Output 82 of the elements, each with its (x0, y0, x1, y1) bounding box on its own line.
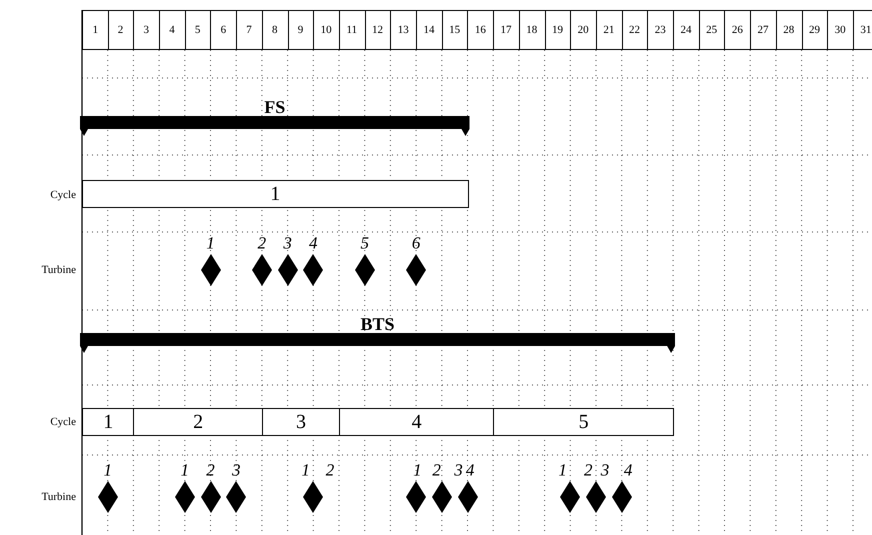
milestone-diamond (200, 254, 220, 286)
milestone-number: 2 (258, 234, 266, 252)
phase-bar (80, 98, 470, 138)
milestone-number: 1 (413, 462, 422, 478)
day-number: 30 (827, 10, 854, 50)
milestone-number: 2 (326, 462, 334, 478)
day-number: 24 (673, 10, 700, 50)
day-number: 16 (468, 10, 494, 50)
milestone-diamond (560, 481, 580, 513)
milestone-diamond (612, 481, 632, 513)
milestone-number: 2 (206, 462, 215, 478)
day-number: 18 (518, 10, 546, 50)
milestone-number: 3 (454, 462, 463, 478)
day-number: 15 (442, 10, 468, 50)
milestone-diamond (98, 481, 118, 513)
milestone-number: 1 (103, 462, 112, 478)
milestone-diamond (303, 254, 324, 286)
milestone-diamond (406, 481, 426, 513)
milestone-number: 2 (584, 462, 593, 478)
milestone-number: 3 (283, 234, 292, 252)
day-number: 1 (82, 10, 109, 50)
milestone-number: 4 (466, 462, 474, 478)
milestone-diamond (586, 481, 606, 513)
day-number: 27 (750, 10, 777, 50)
milestone-diamond (458, 481, 478, 513)
day-number: 20 (570, 10, 597, 50)
day-number: 6 (210, 10, 238, 50)
day-number: 28 (776, 10, 803, 50)
milestone-diamond (200, 481, 220, 513)
milestone-diamond (432, 481, 452, 513)
day-number: 29 (802, 10, 828, 50)
day-number: 4 (159, 10, 186, 50)
phase-bar (80, 315, 676, 355)
milestone-number: 4 (624, 462, 632, 478)
day-number: 5 (184, 10, 212, 50)
day-number: 9 (288, 10, 314, 50)
milestone-number: 1 (180, 462, 190, 478)
day-number: 2 (108, 10, 134, 50)
milestone-number: 1 (301, 462, 310, 478)
day-number: 7 (236, 10, 263, 50)
day-number: 10 (313, 10, 340, 50)
milestone-number: 4 (309, 234, 318, 252)
day-number: 11 (339, 10, 366, 50)
cycle-box: 4 (339, 408, 494, 436)
day-number: 12 (364, 10, 392, 50)
milestone-number: 5 (360, 234, 369, 252)
milestone-diamond (406, 254, 426, 286)
row-label: Turbine (40, 491, 76, 503)
milestone-diamond (303, 481, 324, 513)
milestone-number: 6 (412, 234, 420, 252)
day-number: 8 (262, 10, 289, 50)
milestone-diamond (278, 254, 298, 286)
day-number: 31 (853, 10, 872, 50)
milestone-number: 3 (600, 462, 610, 478)
day-number: 3 (133, 10, 160, 50)
day-number: 19 (544, 10, 572, 50)
row-label: Turbine (40, 264, 76, 276)
day-number: 14 (416, 10, 443, 50)
milestone-number: 1 (206, 234, 215, 252)
day-number: 22 (622, 10, 648, 50)
day-number: 21 (596, 10, 623, 50)
day-number: 13 (390, 10, 418, 50)
cycle-box: 1 (82, 180, 468, 208)
day-number: 25 (698, 10, 726, 50)
row-label: Cycle (49, 416, 76, 428)
day-number: 17 (493, 10, 520, 50)
phase-label: FS (264, 98, 286, 116)
milestone-diamond (174, 481, 195, 513)
cycle-box: 5 (493, 408, 674, 436)
phase-label: BTS (360, 315, 395, 333)
milestone-number: 3 (232, 462, 240, 478)
day-number: 23 (647, 10, 674, 50)
milestone-number: 1 (558, 462, 567, 478)
milestone-diamond (354, 254, 375, 286)
cycle-box: 2 (133, 408, 263, 436)
milestone-diamond (226, 481, 246, 513)
row-label: Cycle (49, 189, 76, 201)
cycle-box: 1 (82, 408, 134, 436)
cycle-box: 3 (262, 408, 340, 436)
milestone-diamond (252, 254, 272, 286)
milestone-number: 2 (432, 462, 441, 478)
day-number: 26 (724, 10, 752, 50)
